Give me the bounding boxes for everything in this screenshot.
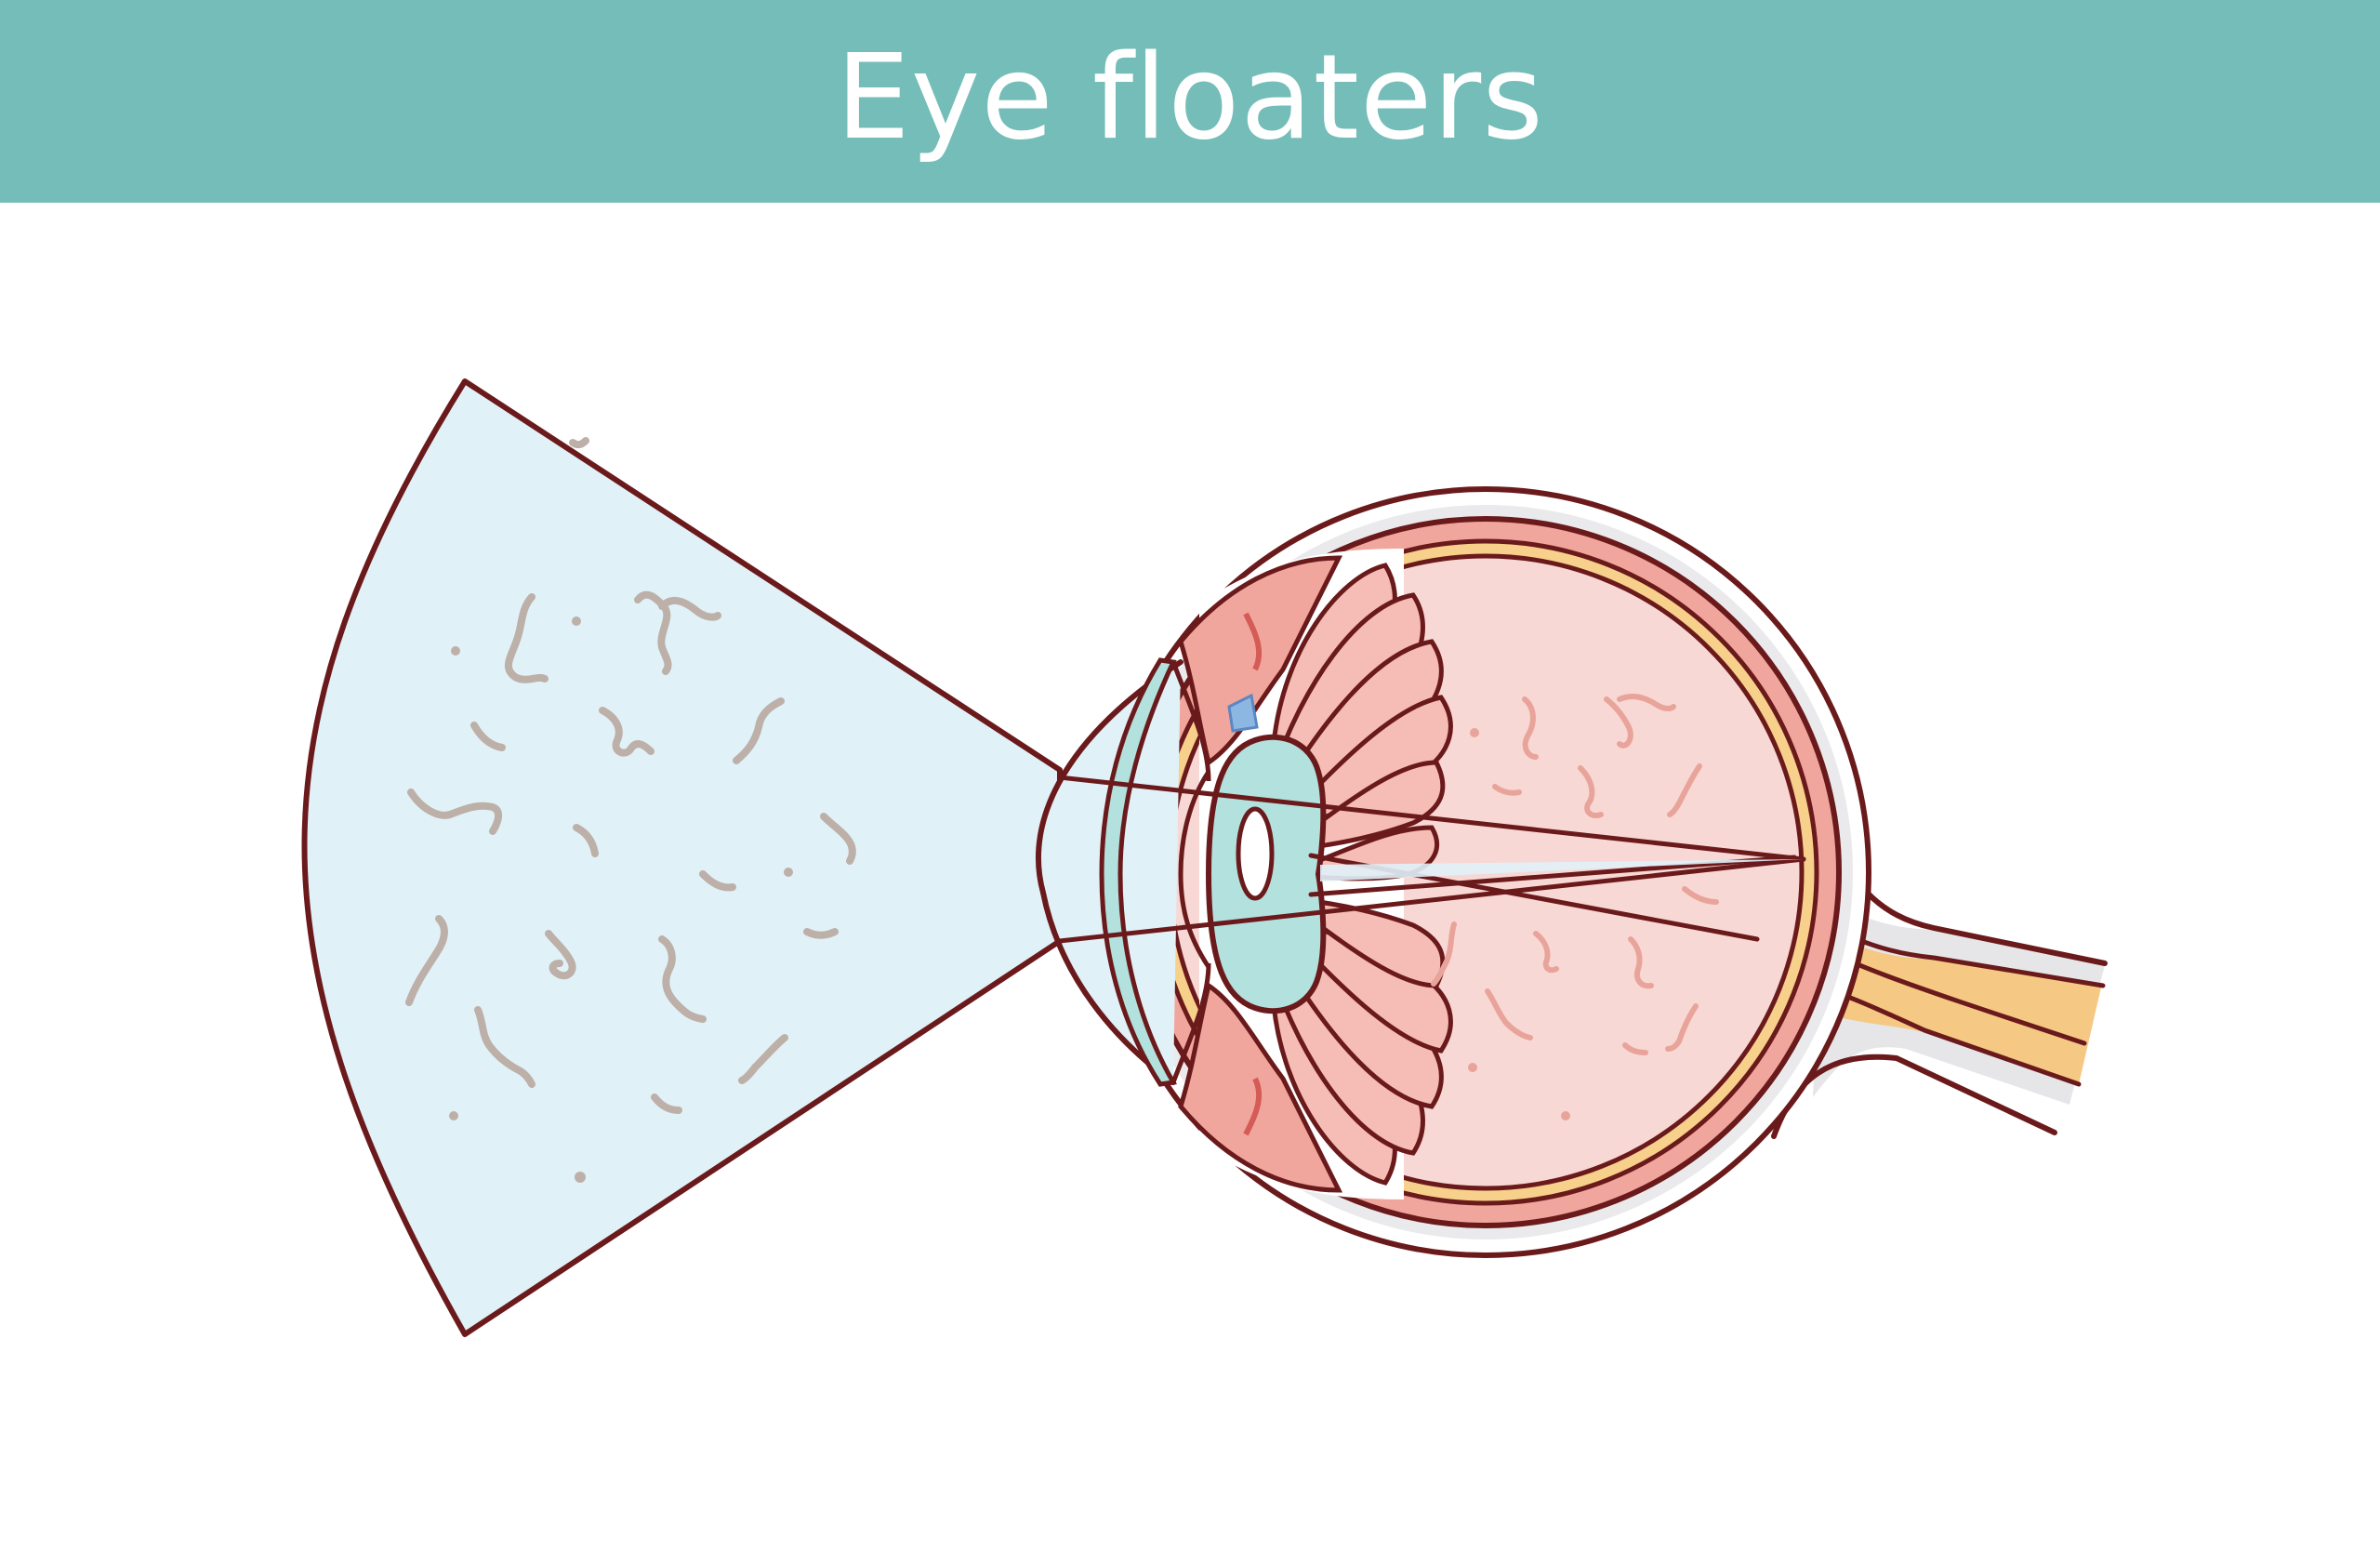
floater-squiggle-icon xyxy=(1617,694,1676,711)
floater-squiggle-icon xyxy=(1628,936,1654,989)
floater-squiggle-icon xyxy=(1522,696,1539,760)
light-focus-wedge xyxy=(1320,859,1804,881)
floater-dot-icon xyxy=(575,1172,586,1183)
floater-squiggle-icon xyxy=(545,930,576,980)
floater-squiggle-icon xyxy=(407,789,502,835)
floater-squiggle-icon xyxy=(1622,1042,1648,1055)
floater-dot-icon xyxy=(449,1111,458,1120)
iris-lower xyxy=(1170,962,1211,1083)
floater-dot-icon xyxy=(572,616,581,626)
suspensory-ligament-upper xyxy=(1227,693,1259,733)
visual-field-cone-icon xyxy=(301,378,1063,1337)
title-bar: Eye floaters xyxy=(0,0,2380,203)
floater-squiggle-icon xyxy=(738,1034,788,1084)
floater-dot-icon xyxy=(1468,1063,1477,1072)
floater-squiggle-icon xyxy=(1533,931,1559,974)
floater-squiggle-icon xyxy=(573,824,599,857)
floater-squiggle-icon xyxy=(651,1093,682,1114)
floater-squiggle-icon xyxy=(474,1006,536,1088)
floater-squiggle-icon xyxy=(405,915,448,1006)
iris-upper xyxy=(1170,661,1211,782)
light-ray-upper-1 xyxy=(1057,775,1806,862)
floater-dot-icon xyxy=(1561,1111,1570,1120)
visual-field-floaters xyxy=(405,437,856,1114)
floater-squiggle-icon xyxy=(820,813,856,865)
floater-dot-icon xyxy=(1470,728,1479,737)
floater-squiggle-icon xyxy=(599,707,654,757)
vitreous-floaters xyxy=(1431,694,1719,1055)
visual-field xyxy=(301,378,1063,1337)
cornea-inner-lens xyxy=(1099,657,1178,1087)
light-ray-lower-1 xyxy=(1057,856,1806,944)
lens-capsule-front xyxy=(1178,770,1211,969)
floater-squiggle-icon xyxy=(658,596,721,621)
floater-squiggle-icon xyxy=(1492,784,1522,796)
floater-squiggle-icon xyxy=(1431,921,1457,987)
floater-squiggle-icon xyxy=(1604,696,1633,749)
floater-squiggle-icon xyxy=(634,590,672,675)
floater-squiggle-icon xyxy=(733,697,785,764)
floater-squiggle-icon xyxy=(1578,765,1604,818)
header-background xyxy=(0,0,2380,203)
visual-field-floater-dots xyxy=(449,616,793,1183)
floater-squiggle-icon xyxy=(1485,988,1533,1040)
vitreous-floater-dots xyxy=(1468,728,1570,1120)
floater-squiggle-icon xyxy=(1667,763,1702,817)
floater-squiggle-icon xyxy=(470,722,506,751)
floater-squiggle-icon xyxy=(1682,886,1719,905)
lens-nucleus xyxy=(1236,806,1275,901)
floater-dot-icon xyxy=(451,646,460,656)
floater-squiggle-icon xyxy=(569,437,589,449)
floater-squiggle-icon xyxy=(803,928,839,939)
light-ray-lower-2 xyxy=(1308,855,1797,897)
floater-squiggle-icon xyxy=(1665,1003,1699,1052)
ciliary-muscle-lower xyxy=(1243,1077,1263,1136)
floater-squiggle-icon xyxy=(504,593,549,683)
floater-dot-icon xyxy=(784,868,793,877)
floater-squiggle-icon xyxy=(699,870,736,892)
floater-squiggle-icon xyxy=(658,935,707,1023)
page-title: Eye floaters xyxy=(836,29,1544,166)
ciliary-muscle-upper xyxy=(1243,612,1263,671)
